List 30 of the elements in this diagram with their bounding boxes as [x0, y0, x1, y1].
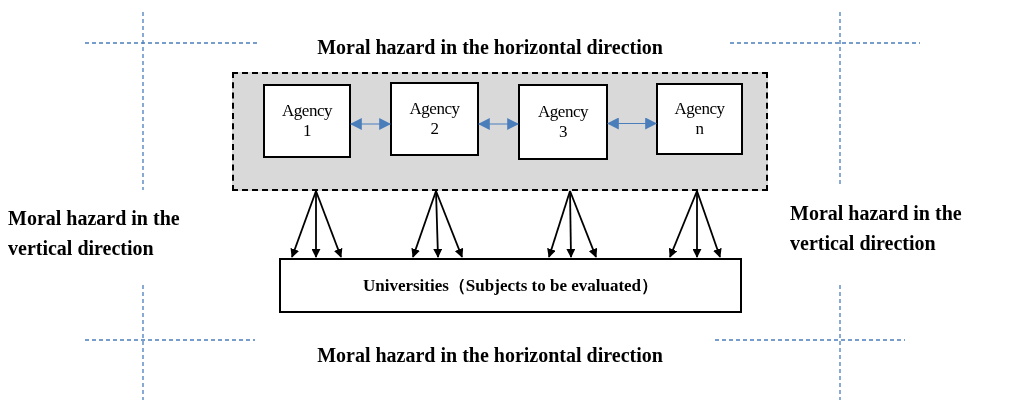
- agency-box: [390, 82, 479, 156]
- arrow: [411, 190, 437, 258]
- annotation-label: Moral hazard in the horizontal direction: [316, 35, 664, 60]
- node-label: Agency 2: [408, 98, 461, 140]
- node-label: Agency n: [673, 98, 726, 140]
- arrow: [692, 190, 702, 258]
- annotation-label: Moral hazard in the vertical direction: [8, 206, 181, 261]
- arrow: [606, 117, 658, 130]
- node-label: Agency 3: [537, 101, 590, 143]
- arrow: [696, 190, 722, 258]
- arrow: [435, 190, 464, 258]
- arrow: [433, 190, 443, 258]
- arrow: [315, 190, 343, 258]
- arrow: [547, 190, 571, 258]
- annotation-label: Moral hazard in the vertical direction: [790, 201, 963, 256]
- node-label: Universities（Subjects to be evaluated）: [362, 275, 659, 297]
- dashed-group-box: [232, 72, 768, 191]
- annotation-label: Moral hazard in the horizontal direction: [316, 343, 664, 368]
- arrow: [569, 190, 598, 258]
- universities-box: [279, 258, 742, 313]
- agency-box: [263, 84, 351, 158]
- arrow: [290, 190, 317, 258]
- node-label: Agency 1: [281, 100, 334, 142]
- arrow: [668, 190, 698, 258]
- arrow: [477, 118, 520, 130]
- arrow: [311, 190, 321, 258]
- agency-box: [518, 84, 608, 160]
- agency-box: [656, 83, 743, 155]
- arrow: [566, 190, 576, 258]
- arrow: [349, 118, 392, 130]
